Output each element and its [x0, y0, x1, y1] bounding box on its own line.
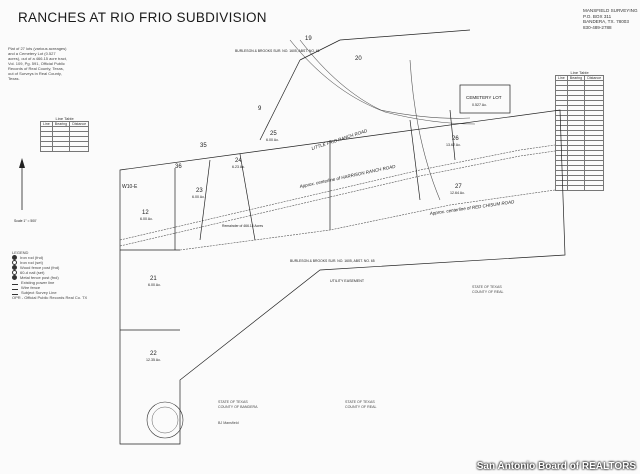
surveyor-signature: BJ Mansfield	[218, 421, 239, 426]
line-table-left-caption: Line Table	[55, 116, 74, 121]
lot-numbers: 9 19 20 21 22 23 24 25 26 27 12 35 36	[142, 36, 462, 357]
surveyor-city: BANDERA, TX. 78003	[583, 19, 629, 25]
lot-acres: 6.23 Ac.	[232, 165, 245, 169]
lot-acres: 6.00 Ac.	[266, 138, 279, 142]
legend-item-label: Iron rod (set)	[20, 260, 43, 265]
lot-number: 35	[200, 143, 207, 149]
lot-boundaries	[119, 29, 566, 445]
legend-symbol-icon	[12, 286, 18, 290]
lot-acres: 0.527 Ac.	[472, 103, 487, 107]
w10e-label: W10-E	[122, 184, 138, 190]
little-frio-road-label: LITTLE FRIO RANCH ROAD	[311, 128, 369, 151]
north-arrow-icon	[19, 158, 25, 210]
roads	[119, 39, 556, 251]
line-table-left: Line Table Line Bearing Distance	[40, 116, 90, 152]
line-table-right-caption: Line Table	[570, 70, 589, 75]
legend-item-label: Existing power line	[21, 280, 55, 285]
legend-item: Iron rod (set)	[12, 260, 122, 265]
lot-acreages: 6.00 Ac. 6.00 Ac. 12.35 Ac. 6.00 Ac. 6.2…	[140, 103, 487, 362]
cemetery-lot-label: CEMETERY LOT	[466, 95, 502, 100]
lot-number: 23	[196, 188, 203, 194]
lot-number: 21	[150, 276, 157, 282]
surveyor-seal-icon	[146, 401, 184, 439]
lot-acres: 13.62 Ac.	[446, 143, 461, 147]
legend-item: Wire fence	[12, 285, 122, 290]
lot-acres: 12.64 Ac.	[450, 191, 465, 195]
legend-symbol-icon	[12, 270, 17, 275]
legend-item: Existing power line	[12, 280, 122, 285]
surveyor-po-box: P.O. BOX 311	[583, 13, 612, 19]
table-row	[40, 146, 90, 152]
surveyor-block: MANSFIELD SURVEYING P.O. BOX 311 BANDERA…	[583, 8, 638, 30]
legend-item: Subject Survey Line	[12, 290, 122, 295]
legend-symbol-icon	[12, 281, 18, 285]
lot-number: 19	[305, 36, 312, 42]
legend-item-label: 60-d nail (set)	[20, 270, 45, 275]
legend-symbol-icon	[12, 275, 17, 280]
legend-symbol-icon	[12, 265, 17, 270]
legend-item-label: Metal fence post (fnd)	[20, 275, 59, 280]
county-label: COUNTY OF REAL	[472, 289, 504, 294]
legend-title: LEGEND	[12, 250, 29, 255]
lot-number: 36	[175, 164, 182, 170]
remainder-label: Remainder of 466.15 Acres	[222, 224, 263, 228]
county-label-bottom: COUNTY OF BANDERA	[218, 404, 258, 409]
page-title: RANCHES AT RIO FRIO SUBDIVISION	[18, 10, 267, 25]
state-label-bottom: STATE OF TEXAS	[218, 400, 248, 404]
watermark: San Antonio Board of REALTORS	[476, 461, 636, 472]
lot-acres: 6.00 Ac.	[148, 283, 161, 287]
lot-acres: 6.00 Ac.	[192, 195, 205, 199]
lot-number: 9	[258, 106, 262, 112]
utility-easement-label: UTILITY EASEMENT	[330, 279, 365, 283]
county-label-middle: COUNTY OF REAL	[345, 404, 377, 409]
legend-item: Metal fence post (fnd)	[12, 275, 122, 280]
lot-number: 22	[150, 351, 157, 357]
legend-symbol-icon	[12, 291, 18, 295]
harrison-road-label: Approx. centerline of HARRISON RANCH ROA…	[298, 164, 396, 190]
certificate-block-bottom: STATE OF TEXAS COUNTY OF BANDERA BJ Mans…	[218, 400, 328, 426]
lot-number: 12	[142, 210, 149, 216]
lot-number: 27	[455, 184, 462, 190]
certificate-block-right: STATE OF TEXAS COUNTY OF REAL	[472, 285, 582, 294]
legend-symbol-icon	[12, 255, 17, 260]
surveyor-phone: 830-489-2788	[583, 24, 612, 30]
legend-item-label: Wood fence post (fnd)	[20, 265, 60, 270]
scale-label: Scale 1" = 500'	[14, 219, 37, 223]
lot-acres: 12.35 Ac.	[146, 358, 161, 362]
state-label: STATE OF TEXAS	[472, 285, 502, 289]
surveyor-name: MANSFIELD SURVEYING	[583, 8, 638, 13]
state-label-middle: STATE OF TEXAS	[345, 400, 375, 404]
table-row	[555, 185, 605, 191]
legend-item: Wood fence post (fnd)	[12, 265, 122, 270]
legend-symbol-icon	[12, 260, 17, 265]
legend-item-label: Iron rod (fnd)	[20, 255, 44, 260]
chisum-road-label: Approx. centerline of RED CHISUM ROAD	[428, 199, 515, 216]
legend-item-label: Subject Survey Line	[21, 290, 57, 295]
legend-opr: OPR - Official Public Records Real Co. T…	[12, 295, 88, 300]
lot-number: 20	[355, 56, 362, 62]
lot-acres: 6.00 Ac.	[140, 217, 153, 221]
lot-number: 25	[270, 131, 277, 137]
lot-number: 24	[235, 158, 242, 164]
survey-top-label: BURLESON & BROOKS SUR. NO. 1605, ABST. N…	[235, 49, 320, 53]
survey-bottom-label: BURLESON & BROOKS SUR. NO. 1605, ABST. N…	[290, 259, 375, 263]
certificate-block-middle: STATE OF TEXAS COUNTY OF REAL	[345, 400, 455, 409]
legend: LEGEND Iron rod (fnd)Iron rod (set)Wood …	[12, 250, 122, 300]
lot-number: 26	[452, 136, 459, 142]
legend-item: Iron rod (fnd)	[12, 255, 122, 260]
plat-description: Plat of 27 lots (various acreages) and a…	[8, 46, 67, 81]
legend-item: 60-d nail (set)	[12, 270, 122, 275]
legend-item-label: Wire fence	[21, 285, 41, 290]
